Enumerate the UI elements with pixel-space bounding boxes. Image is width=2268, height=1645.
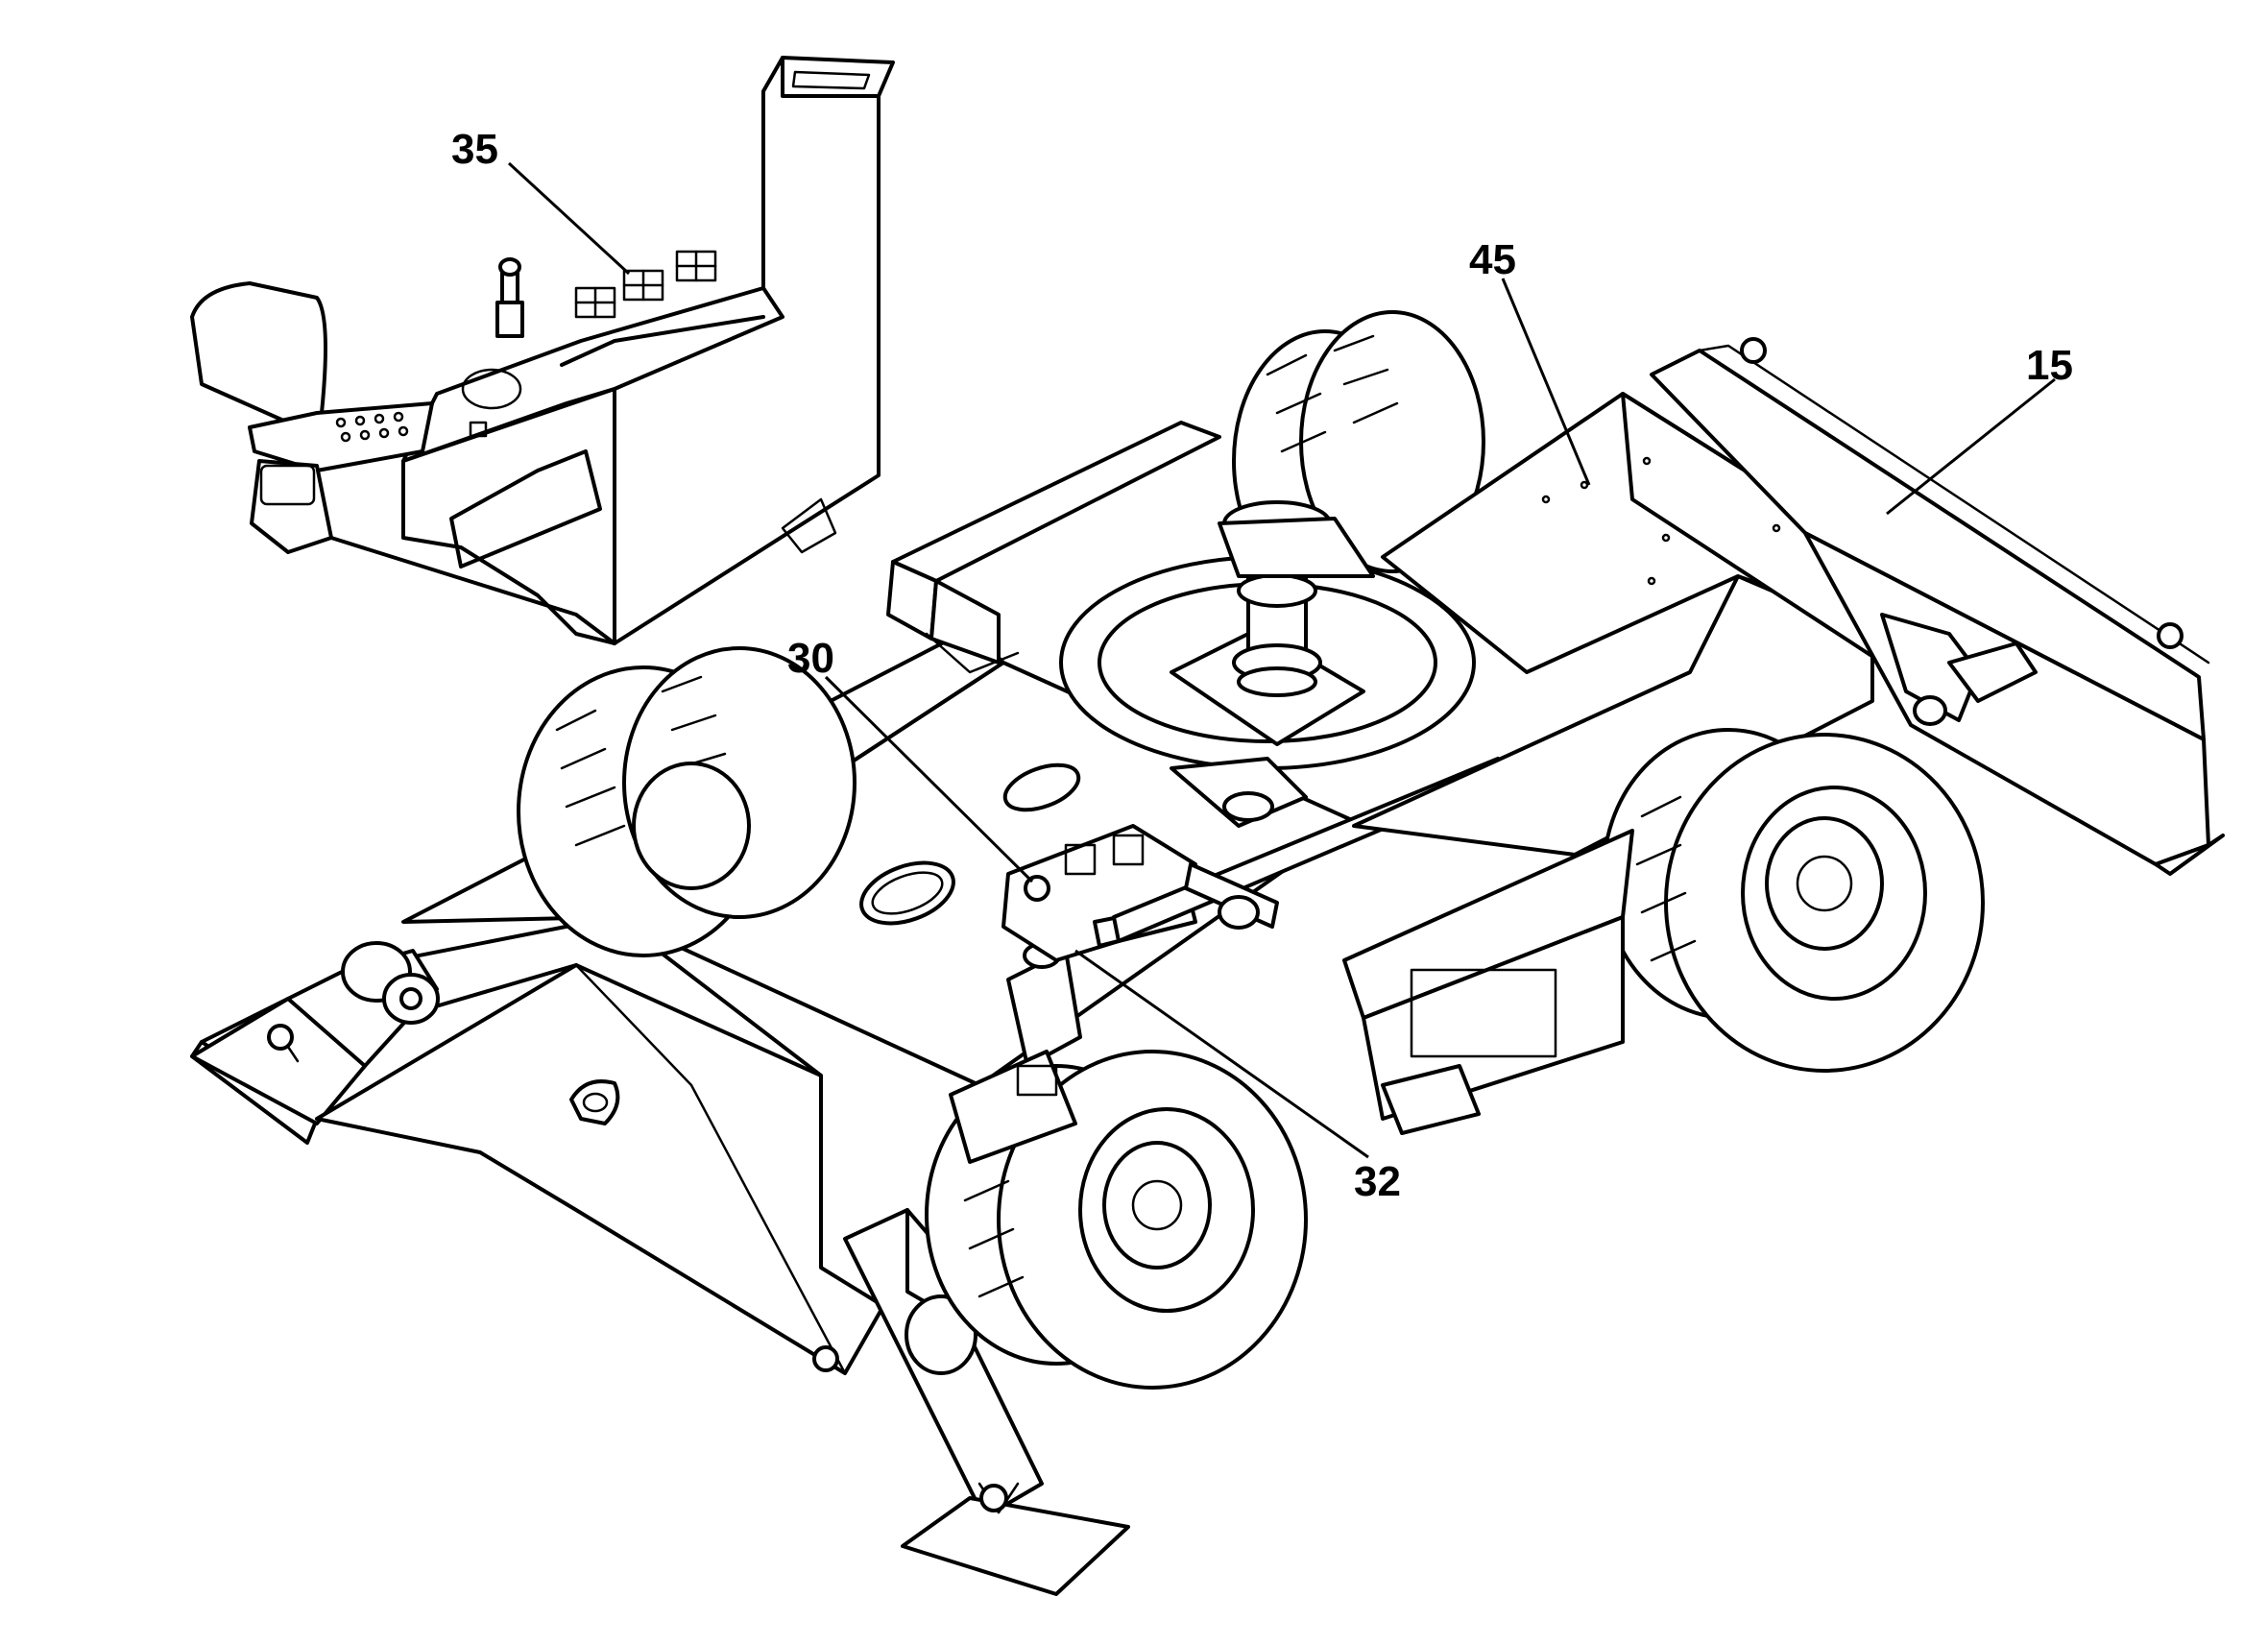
front-left-tires xyxy=(517,646,857,957)
dozer-blade-15 xyxy=(1650,337,2225,876)
callout-35: 35 xyxy=(451,126,498,173)
callout-32: 32 xyxy=(1354,1158,1401,1205)
joystick xyxy=(495,257,524,338)
callout-30: 30 xyxy=(787,635,834,682)
rear-right-outrigger xyxy=(1342,829,1634,1135)
access-hatch xyxy=(859,860,955,926)
gauge-icon xyxy=(461,368,522,410)
switch-panels xyxy=(574,250,717,319)
operator-console xyxy=(190,56,895,645)
operator-seat xyxy=(190,281,434,554)
callout-leaders xyxy=(507,161,2056,1159)
front-axle-assembly xyxy=(949,942,1082,1164)
callout-45: 45 xyxy=(1469,236,1516,283)
callout-15: 15 xyxy=(2026,342,2073,389)
rear-right-tires xyxy=(1602,728,1985,1073)
slew-ring xyxy=(1059,500,1476,828)
